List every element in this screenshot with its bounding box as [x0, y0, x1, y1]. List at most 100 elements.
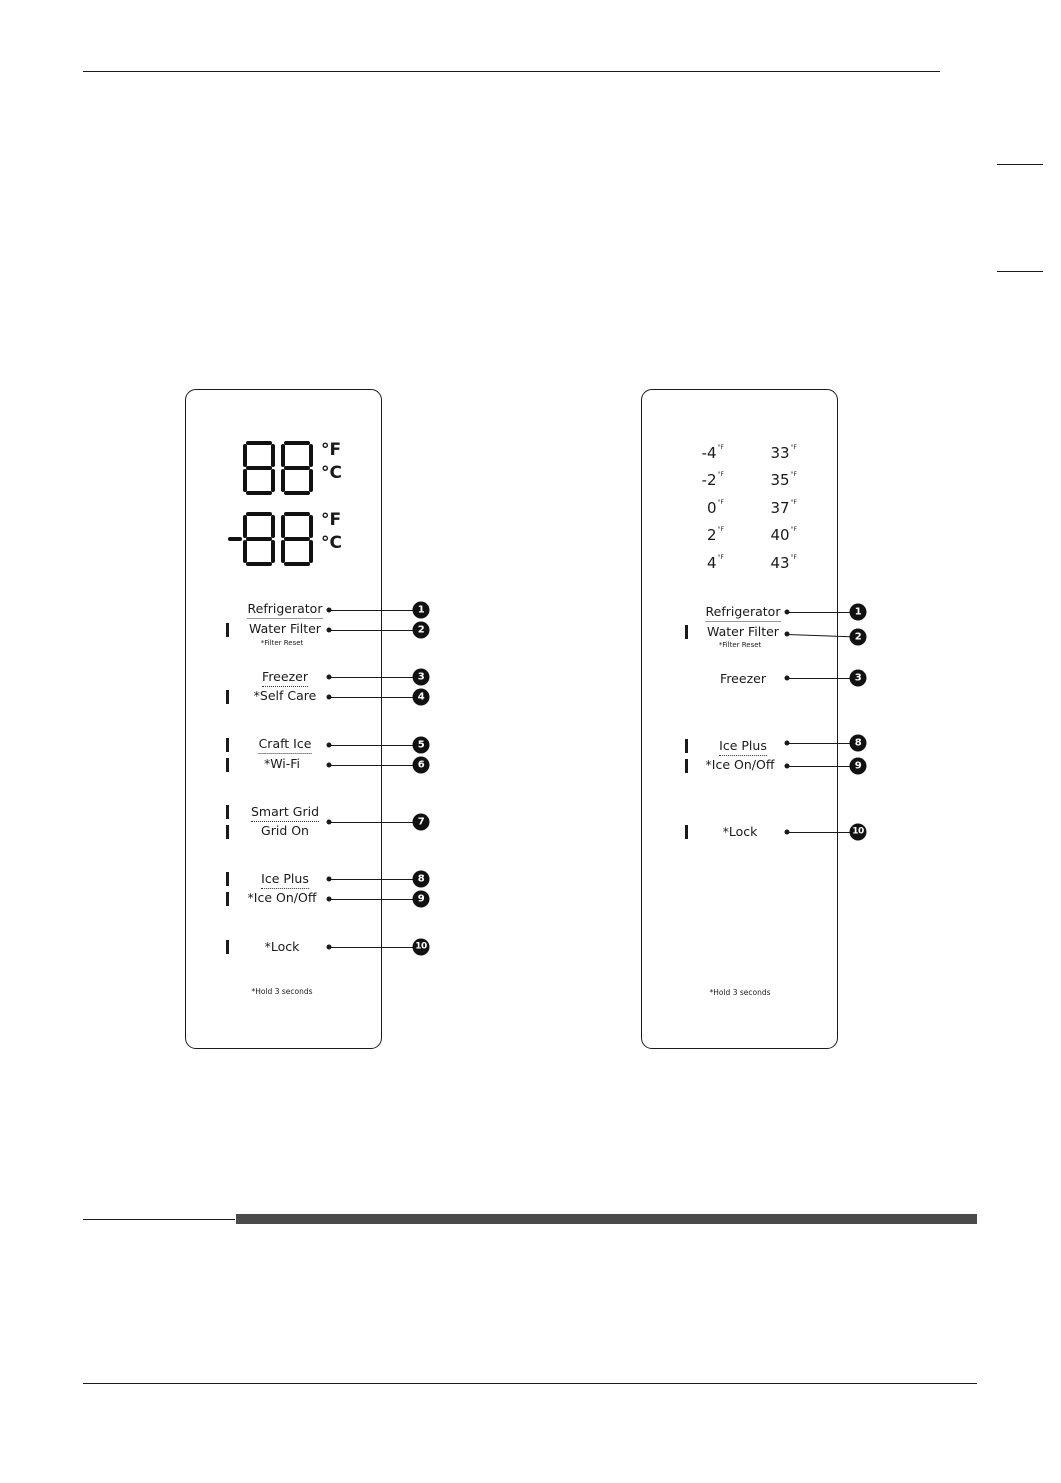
temp-unit: °F: [717, 526, 724, 533]
craft-ice-button[interactable]: Craft Ice: [258, 737, 312, 754]
lock-indicator: [685, 825, 688, 839]
freezer-temp-option-value: 2: [707, 526, 717, 544]
freezer-temp-option: 2°F: [707, 526, 724, 544]
temp-unit: °F: [790, 444, 797, 451]
filter-reset-note: *Filter Reset: [718, 641, 762, 649]
side-tab-line-top: [997, 164, 1043, 165]
unit-f-top: °F: [321, 440, 342, 460]
freezer-temp-option-value: 4: [707, 554, 717, 572]
callout-leader: [787, 678, 857, 679]
fridge-temp-option: 35°F: [770, 471, 797, 489]
fridge-temp-option-value: 37: [770, 499, 790, 517]
callout-leader: [329, 879, 420, 880]
hold-footnote: *Hold 3 seconds: [709, 988, 771, 997]
callout-leader: [787, 766, 857, 767]
callout-badge-4: 4: [412, 688, 430, 706]
ice-on-off-indicator: [685, 759, 688, 773]
unit-f-bottom: °F: [321, 510, 342, 530]
smart-grid-button[interactable]: Smart Grid: [250, 805, 320, 822]
fridge-temp-option: 43°F: [770, 554, 797, 572]
callout-leader: [329, 947, 420, 948]
water-filter-button[interactable]: Water Filter: [707, 624, 779, 639]
temp-unit: °F: [790, 471, 797, 478]
bottom-rule: [83, 1383, 977, 1384]
callout-badge-8: 8: [412, 870, 430, 888]
callout-dot: [784, 631, 790, 637]
ice-on-off-button[interactable]: *Ice On/Off: [705, 757, 775, 772]
fridge-temp-option-value: 33: [770, 444, 790, 462]
callout-leader: [329, 899, 420, 900]
wifi-indicator: [226, 758, 229, 772]
callout-badge-8: 8: [849, 734, 867, 752]
refrigerator-button[interactable]: Refrigerator: [705, 605, 781, 622]
section-rule-thin: [83, 1219, 235, 1220]
smart-grid-indicator: [226, 805, 229, 819]
callout-leader: [787, 832, 857, 833]
refrigerator-button[interactable]: Refrigerator: [247, 602, 323, 619]
callout-badge-5: 5: [412, 736, 430, 754]
callout-leader: [329, 765, 420, 766]
freezer-button[interactable]: Freezer: [262, 670, 308, 687]
callout-badge-2: 2: [412, 621, 430, 639]
wifi-button[interactable]: *Wi-Fi: [263, 756, 301, 771]
temp-unit: °F: [790, 526, 797, 533]
hold-footnote: *Hold 3 seconds: [251, 987, 313, 996]
section-rule-thick: [236, 1214, 977, 1224]
freezer-temp-option-value: -4: [701, 444, 717, 462]
lock-indicator: [226, 940, 229, 954]
callout-leader: [329, 697, 420, 698]
ice-plus-button[interactable]: Ice Plus: [719, 739, 767, 756]
callout-badge-9: 9: [849, 757, 867, 775]
freezer-temp-option: 0°F: [707, 500, 724, 516]
callout-leader: [329, 630, 420, 631]
callout-badge-1: 1: [412, 601, 430, 619]
top-rule: [83, 71, 940, 72]
filter-reset-note: *Filter Reset: [260, 639, 304, 647]
self-care-button[interactable]: *Self Care: [253, 688, 317, 703]
lock-button[interactable]: *Lock: [722, 824, 758, 839]
ice-plus-indicator: [685, 739, 688, 753]
callout-badge-9: 9: [412, 890, 430, 908]
temp-unit: °F: [717, 554, 724, 561]
lock-button[interactable]: *Lock: [264, 939, 300, 954]
water-filter-indicator: [226, 623, 229, 637]
ice-plus-button[interactable]: Ice Plus: [261, 872, 309, 889]
water-filter-button[interactable]: Water Filter: [249, 621, 321, 636]
callout-leader: [329, 822, 420, 823]
callout-badge-7: 7: [412, 813, 430, 831]
fridge-temp-option: 37°F: [770, 499, 797, 517]
callout-leader: [329, 610, 420, 611]
craft-ice-indicator: [226, 738, 229, 752]
side-tab-line-bottom: [997, 271, 1043, 272]
callout-badge-3: 3: [849, 669, 867, 687]
callout-badge-10: 10: [849, 823, 867, 841]
temp-unit: °F: [717, 444, 724, 451]
freezer-temp-display: [228, 512, 313, 566]
fridge-temp-option-value: 43: [770, 554, 790, 572]
callout-leader: [787, 612, 857, 613]
grid-on-button[interactable]: Grid On: [261, 823, 309, 838]
temp-unit: °F: [790, 554, 797, 561]
fridge-temp-option: 40°F: [770, 526, 797, 544]
unit-c-top: °C: [321, 463, 342, 483]
fridge-temp-option: 33°F: [770, 444, 797, 462]
unit-c-bottom: °C: [321, 533, 342, 553]
ice-on-off-indicator: [226, 892, 229, 906]
temp-unit: °F: [790, 499, 797, 506]
freezer-temp-option: -2°F: [701, 471, 724, 489]
callout-badge-6: 6: [412, 756, 430, 774]
freezer-temp-option: 4°F: [707, 554, 724, 572]
freezer-temp-option-value: -2: [701, 471, 717, 489]
callout-badge-3: 3: [412, 668, 430, 686]
ice-on-off-button[interactable]: *Ice On/Off: [247, 890, 317, 905]
callout-leader: [329, 745, 420, 746]
callout-badge-1: 1: [849, 603, 867, 621]
fridge-temp-option-value: 35: [770, 471, 790, 489]
freezer-temp-option: -4°F: [701, 444, 724, 462]
freezer-button[interactable]: Freezer: [720, 671, 766, 686]
grid-on-indicator: [226, 825, 229, 839]
left-control-panel: [185, 389, 382, 1049]
fridge-temp-option-value: 40: [770, 526, 790, 544]
ice-plus-indicator: [226, 872, 229, 886]
temp-unit: °F: [717, 471, 724, 478]
